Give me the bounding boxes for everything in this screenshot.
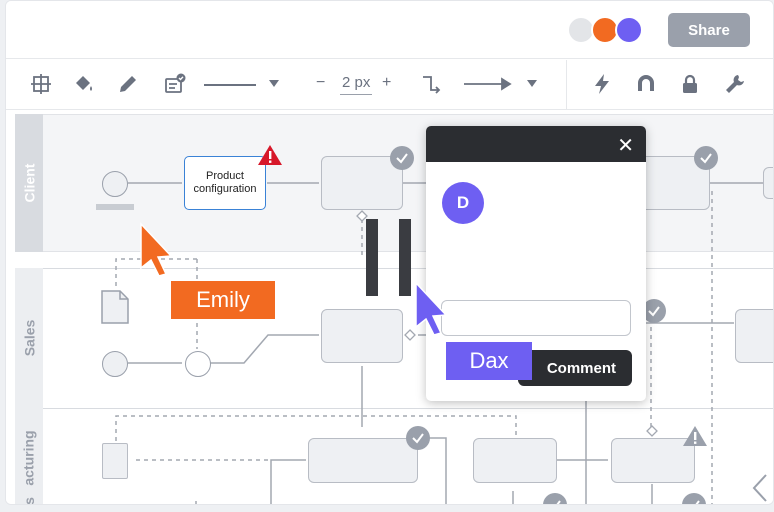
dax-cursor-label: Dax bbox=[446, 342, 532, 380]
process-box[interactable] bbox=[321, 309, 403, 363]
dax-cursor-icon bbox=[415, 281, 448, 335]
collaborator-avatar[interactable] bbox=[615, 16, 643, 44]
check-icon bbox=[543, 493, 567, 504]
diamond-marker bbox=[404, 329, 416, 341]
lane-manufacturing bbox=[15, 408, 773, 504]
close-icon[interactable]: ✕ bbox=[617, 135, 634, 157]
toolbar-divider bbox=[566, 60, 567, 110]
top-bar: Share bbox=[6, 1, 773, 59]
decrease-width-button[interactable]: − bbox=[316, 74, 326, 91]
process-box[interactable] bbox=[473, 438, 557, 483]
editor-window: Share − 2 px + bbox=[5, 0, 774, 505]
magnet-icon[interactable] bbox=[632, 70, 660, 98]
emily-cursor-icon bbox=[140, 222, 173, 276]
warning-icon bbox=[258, 145, 282, 165]
lock-icon[interactable] bbox=[676, 70, 704, 98]
collaborator-avatar[interactable] bbox=[567, 16, 595, 44]
line-style-preview[interactable] bbox=[204, 84, 256, 86]
toolbar: − 2 px + bbox=[6, 60, 773, 110]
start-event[interactable] bbox=[102, 171, 128, 197]
diagram-canvas[interactable]: Client Sales acturing s bbox=[6, 111, 773, 504]
check-icon bbox=[390, 146, 414, 170]
user-avatar: D bbox=[442, 182, 484, 224]
lightning-icon[interactable] bbox=[588, 70, 616, 98]
process-box[interactable] bbox=[735, 309, 773, 363]
chevron-down-icon[interactable] bbox=[269, 80, 279, 87]
check-icon bbox=[694, 146, 718, 170]
chevron-down-icon[interactable] bbox=[527, 80, 537, 87]
process-box[interactable] bbox=[308, 438, 418, 483]
pause-bar bbox=[399, 219, 411, 296]
emily-cursor-label: Emily bbox=[171, 281, 275, 319]
connector-elbow-icon[interactable] bbox=[418, 70, 446, 98]
lane-label-client: Client bbox=[15, 114, 43, 252]
process-box[interactable] bbox=[321, 156, 403, 210]
process-box[interactable] bbox=[763, 167, 773, 199]
collaborator-avatar[interactable] bbox=[591, 16, 619, 44]
frame-icon[interactable] bbox=[27, 70, 55, 98]
comment-popup-header: ✕ bbox=[426, 126, 646, 162]
start-event[interactable] bbox=[102, 351, 128, 377]
intermediate-event[interactable] bbox=[185, 351, 211, 377]
comment-input[interactable] bbox=[441, 300, 631, 336]
process-box[interactable] bbox=[611, 438, 695, 483]
warning-icon bbox=[683, 426, 707, 446]
lane-sales bbox=[15, 268, 773, 408]
pause-bar bbox=[366, 219, 378, 296]
line-width-value[interactable]: 2 px bbox=[340, 74, 373, 95]
lane-label-bottom: s bbox=[15, 486, 43, 504]
fill-bucket-icon[interactable] bbox=[70, 70, 98, 98]
document-icon bbox=[101, 290, 129, 324]
check-icon bbox=[642, 299, 666, 323]
data-store[interactable] bbox=[102, 443, 128, 479]
arrow-style-icon[interactable] bbox=[462, 70, 512, 98]
chevron-left-icon[interactable] bbox=[751, 473, 769, 503]
diamond-marker bbox=[356, 210, 368, 222]
check-icon bbox=[682, 493, 706, 504]
diamond-marker bbox=[646, 425, 658, 437]
selection-bar bbox=[96, 204, 134, 210]
check-icon bbox=[406, 426, 430, 450]
note-check-icon[interactable] bbox=[161, 70, 189, 98]
lane-label-sales: Sales bbox=[15, 268, 43, 408]
share-button[interactable]: Share bbox=[668, 13, 750, 47]
increase-width-button[interactable]: + bbox=[382, 74, 392, 91]
wrench-icon[interactable] bbox=[721, 70, 749, 98]
product-configuration-box[interactable]: Product configuration bbox=[184, 156, 266, 210]
pencil-icon[interactable] bbox=[114, 70, 142, 98]
comment-button[interactable]: Comment bbox=[518, 350, 632, 386]
